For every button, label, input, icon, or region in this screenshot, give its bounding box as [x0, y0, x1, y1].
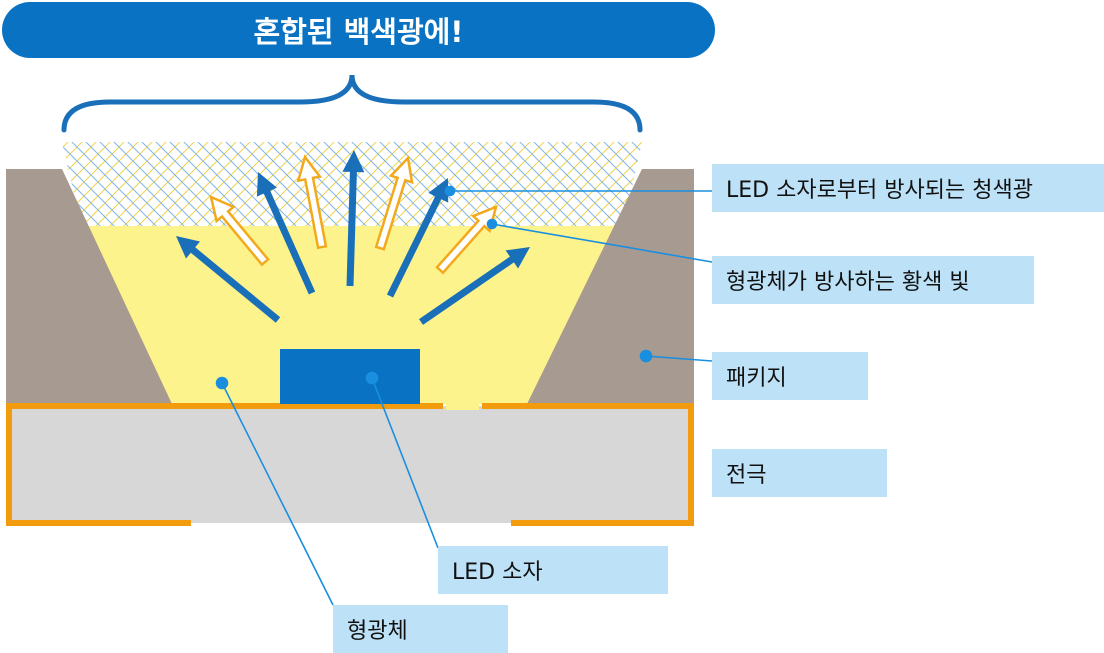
- label-electrode: 전극: [712, 449, 887, 497]
- leader-line-yellow-light: [491, 223, 713, 263]
- leader-dot-package: [639, 349, 653, 363]
- blue-light-arrow-2: [256, 172, 316, 295]
- leader-line-package: [645, 355, 713, 362]
- brace: [61, 74, 643, 133]
- blue-light-arrow-5: [419, 247, 530, 325]
- label-led-chip: LED 소자: [438, 546, 668, 594]
- electrode-body: [9, 406, 691, 523]
- electrode-border-right: [482, 403, 694, 526]
- yellow-light-arrow-2: [296, 154, 328, 250]
- label-yellow-light: 형광체가 방사하는 황색 빛: [712, 256, 1034, 304]
- light-arrows: [176, 150, 530, 325]
- yellow-light-arrow-1: [209, 194, 270, 267]
- label-blue-light: LED 소자로부터 방사되는 청색광: [712, 164, 1104, 212]
- electrode-gap: [446, 403, 479, 410]
- led-chip: [280, 349, 420, 404]
- mixed-white-light-banner: 혼합된 백색광에!: [2, 2, 715, 58]
- yellow-light-arrow-4: [435, 204, 498, 275]
- leader-line-led-chip: [371, 377, 439, 549]
- yellow-light-arrow-3: [374, 155, 414, 251]
- leader-dot-blue-light: [444, 185, 456, 197]
- blue-light-arrow-1: [176, 236, 281, 323]
- leader-line-phosphor: [221, 382, 334, 606]
- package-left: [6, 169, 172, 404]
- label-package: 패키지: [712, 352, 868, 400]
- leader-dot-phosphor: [215, 376, 229, 390]
- leader-dot-led-chip: [365, 371, 379, 385]
- electrode-border-left: [6, 403, 443, 526]
- leader-lines: [215, 185, 713, 606]
- package-right: [527, 169, 694, 404]
- blue-light-arrow-3: [342, 150, 365, 287]
- leader-dot-yellow-light: [486, 218, 498, 230]
- blue-light-arrow-4: [386, 178, 449, 298]
- label-phosphor: 형광체: [333, 605, 508, 653]
